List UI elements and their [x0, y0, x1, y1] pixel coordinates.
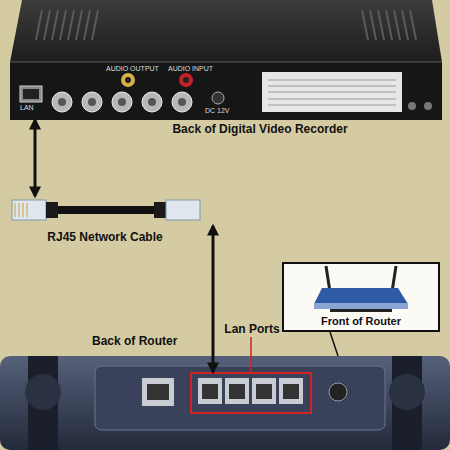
network-cable: RJ45 Network Cable: [10, 196, 220, 226]
antenna-joint: [389, 374, 425, 410]
cable-illustration: [12, 200, 200, 220]
lan-port-socket: [23, 89, 39, 99]
port-label: DC 12V: [205, 107, 230, 115]
rj45-plug: [166, 200, 200, 220]
rca-jack-center: [183, 77, 189, 83]
power-jack: [329, 383, 347, 401]
inset-background: [282, 262, 440, 332]
bnc-connectors: [52, 92, 192, 112]
rca-jack: [121, 73, 135, 87]
router-front-box: Front of Router: [282, 262, 440, 332]
port-label: AUDIO OUTPUT: [106, 65, 159, 73]
router-front-illustration: [282, 262, 440, 332]
leader-line: [250, 337, 252, 372]
lan-port-jacks: [198, 378, 303, 404]
lan-port: [20, 86, 42, 102]
antenna-joint: [25, 374, 61, 410]
router-back-body: [0, 356, 450, 450]
dvr-device: Back of Digital Video Recorder: [10, 0, 442, 120]
cable-label: RJ45 Network Cable: [10, 230, 200, 245]
device-label: Back of Digital Video Recorder: [130, 122, 390, 137]
router-back-illustration: [0, 337, 450, 450]
router-back: Back of RouterLan Ports: [0, 356, 450, 450]
arrow-connector: [34, 120, 37, 196]
inset-label: Front of Router: [284, 314, 438, 329]
dc-jack: [212, 92, 224, 104]
port-label: AUDIO INPUT: [168, 65, 213, 73]
leader-connector: [330, 332, 338, 356]
dvr-top: [10, 0, 442, 62]
router-label: Back of Router: [92, 334, 212, 349]
rca-jack-center: [125, 77, 131, 83]
dvr-vents: [36, 10, 416, 40]
lan-port-group: Lan Ports: [190, 372, 312, 414]
router-body: [314, 288, 408, 304]
plug-boot: [154, 202, 166, 218]
arrow-connector: [212, 226, 215, 372]
sticker-lines: [268, 80, 396, 105]
ground-screw: [424, 102, 432, 110]
plug-boot: [46, 202, 58, 218]
internet-port: [142, 378, 174, 406]
port-socket: [147, 384, 169, 400]
port-panel: [95, 366, 385, 430]
ground-screw: [408, 102, 416, 110]
port-label: LAN: [20, 104, 34, 112]
dvr-back-panel: [10, 62, 442, 120]
cable-jacket: [58, 206, 154, 214]
rj45-plug: [12, 200, 46, 220]
dvr-illustration: [10, 0, 442, 120]
router-front-face: [314, 303, 408, 309]
rca-jack: [179, 73, 193, 87]
dvr-edge: [10, 62, 442, 63]
ports-label: Lan Ports: [182, 322, 322, 337]
warning-sticker: [262, 72, 402, 112]
router-stand: [330, 309, 392, 312]
